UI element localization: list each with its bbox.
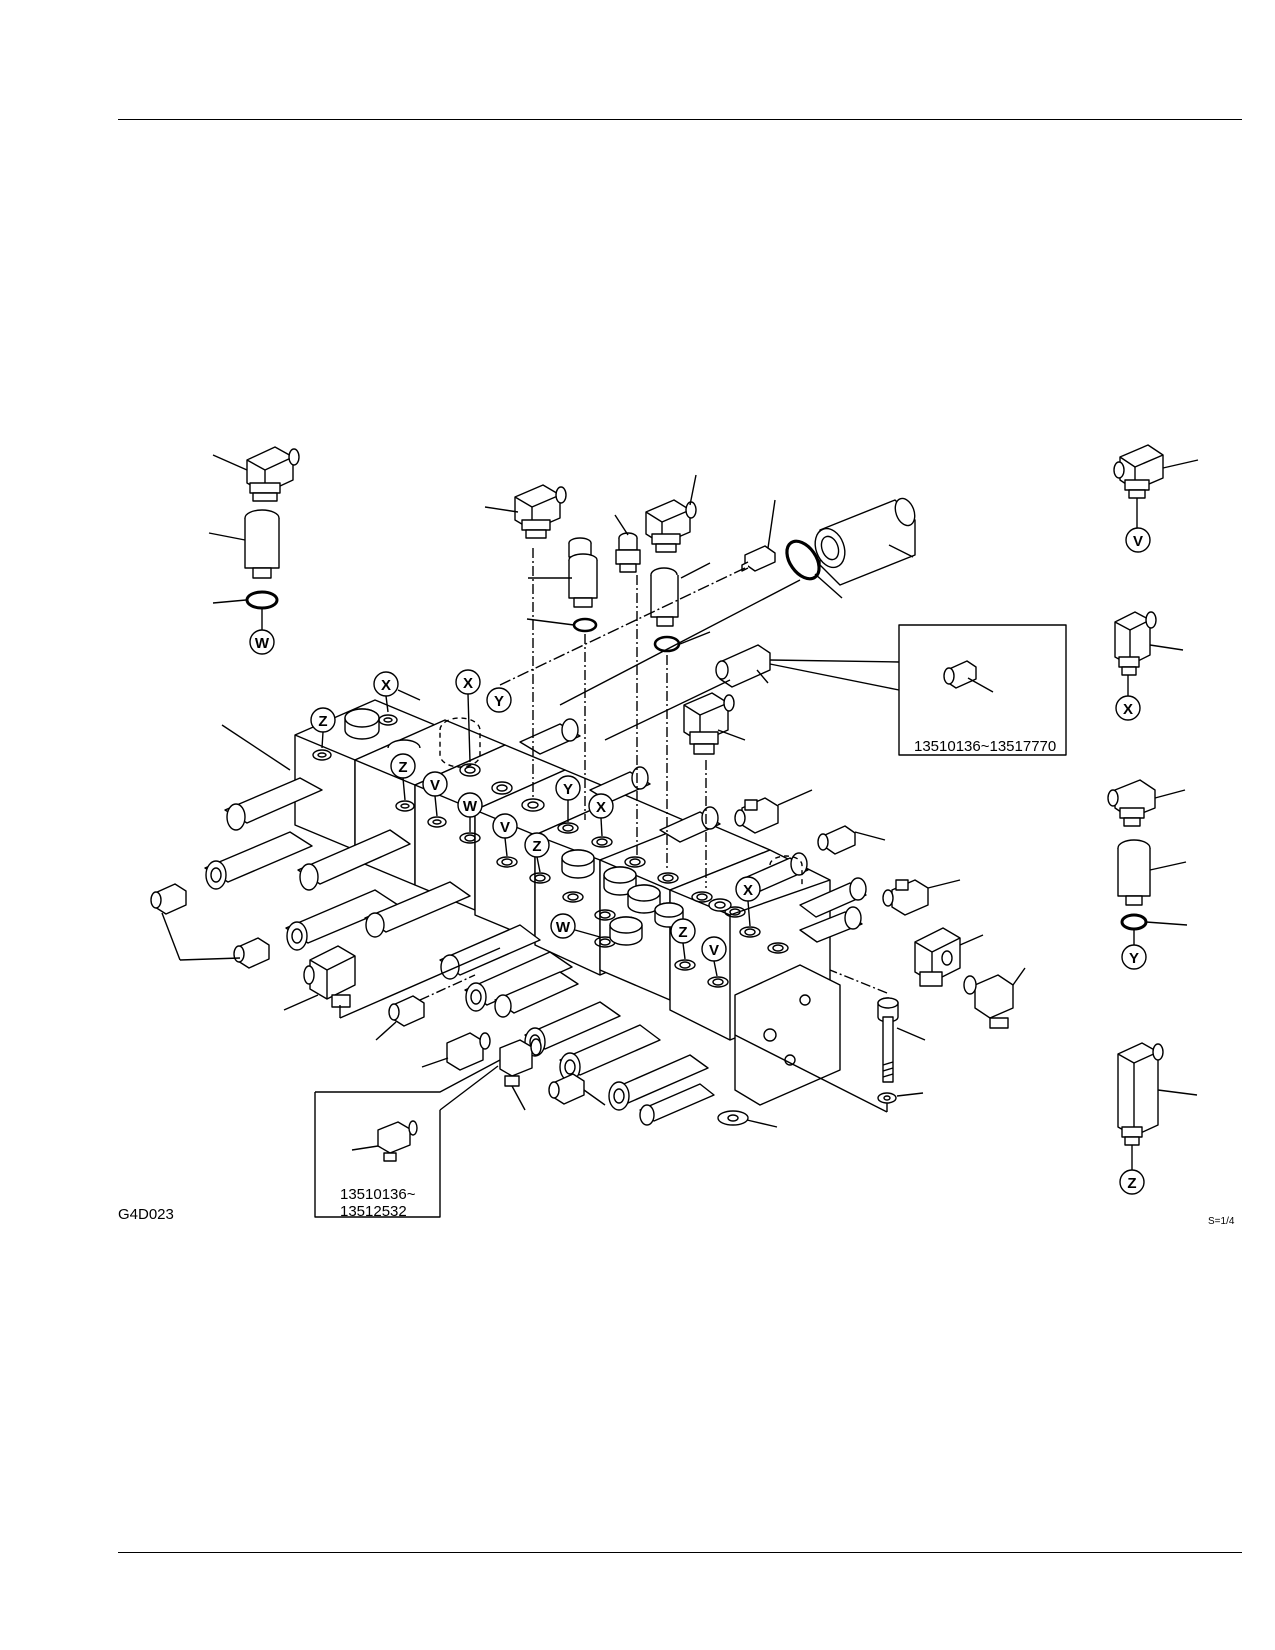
- svg-text:Z: Z: [678, 924, 687, 941]
- callout-block-z1: Z: [310, 707, 336, 733]
- top-left-fitting-stack: [244, 446, 300, 630]
- svg-text:V: V: [709, 942, 719, 959]
- figure-code: G4D023: [118, 1206, 174, 1223]
- svg-text:W: W: [255, 635, 270, 652]
- svg-text:Y: Y: [563, 781, 573, 798]
- svg-text:X: X: [1123, 701, 1133, 718]
- footer-rule: [118, 1552, 1242, 1553]
- svg-text:X: X: [743, 882, 753, 899]
- svg-text:Z: Z: [532, 838, 541, 855]
- svg-text:X: X: [596, 799, 606, 816]
- callout-stems: [321, 689, 751, 977]
- callout-block-w2: W: [550, 913, 576, 939]
- right-side-fittings: [734, 789, 1026, 1029]
- callout-block-z4: Z: [670, 918, 696, 944]
- svg-text:Z: Z: [1127, 1175, 1136, 1192]
- svg-text:Y: Y: [1129, 950, 1139, 967]
- svg-text:Z: Z: [398, 759, 407, 776]
- hidden-lines: [439, 717, 803, 885]
- callout-block-v3: V: [701, 936, 727, 962]
- top-caps: [344, 708, 732, 946]
- callout-block-z3: Z: [524, 832, 550, 858]
- right-detail-v: [1113, 444, 1199, 528]
- inset-serial-line1: 13510136~: [340, 1186, 416, 1203]
- inset-serial-range-lower: 13510136~ 13512532: [340, 1186, 416, 1220]
- top-center-leaders: [484, 474, 914, 888]
- callout-right-z: Z: [1119, 1169, 1145, 1195]
- right-detail-z: [1117, 1042, 1198, 1170]
- scale-note: S=1/4: [1208, 1216, 1235, 1227]
- svg-text:Z: Z: [318, 713, 327, 730]
- inset-serial-range-upper: 13510136~13517770: [914, 738, 1057, 755]
- inset-box-upper-right: [769, 624, 1067, 756]
- callout-right-y: Y: [1121, 944, 1147, 970]
- callout-block-x3: X: [588, 793, 614, 819]
- callout-block-x1: X: [373, 671, 399, 697]
- callout-block-y1: Y: [486, 687, 512, 713]
- svg-text:X: X: [463, 675, 473, 692]
- right-detail-y: [1107, 779, 1188, 945]
- callout-block-x2: X: [455, 669, 481, 695]
- callout-block-z2: Z: [390, 753, 416, 779]
- inset-serial-line2: 13512532: [340, 1203, 407, 1220]
- callout-block-y2: Y: [555, 775, 581, 801]
- right-detail-x: [1114, 611, 1184, 697]
- inset-box-lower-left: [221, 724, 501, 1218]
- callout-right-v: V: [1125, 527, 1151, 553]
- svg-text:V: V: [430, 777, 440, 794]
- callout-block-v2: V: [492, 813, 518, 839]
- top-center-fittings: [514, 484, 916, 688]
- left-fittings: [150, 883, 606, 1111]
- top-left-leaders: [208, 454, 248, 604]
- callout-top-left-w: W: [249, 629, 275, 655]
- tie-bolt: [717, 969, 926, 1128]
- svg-text:W: W: [463, 798, 478, 815]
- header-rule: [118, 119, 1242, 120]
- svg-text:X: X: [381, 677, 391, 694]
- svg-text:Y: Y: [494, 693, 504, 710]
- middle-elbow-fitting: [683, 692, 746, 755]
- svg-text:W: W: [556, 919, 571, 936]
- callout-block-x4: X: [735, 876, 761, 902]
- callout-block-v1: V: [422, 771, 448, 797]
- svg-text:V: V: [500, 819, 510, 836]
- spool-ends: [204, 777, 715, 1126]
- svg-text:V: V: [1133, 533, 1143, 550]
- callout-right-x: X: [1115, 695, 1141, 721]
- callout-block-w1: W: [457, 792, 483, 818]
